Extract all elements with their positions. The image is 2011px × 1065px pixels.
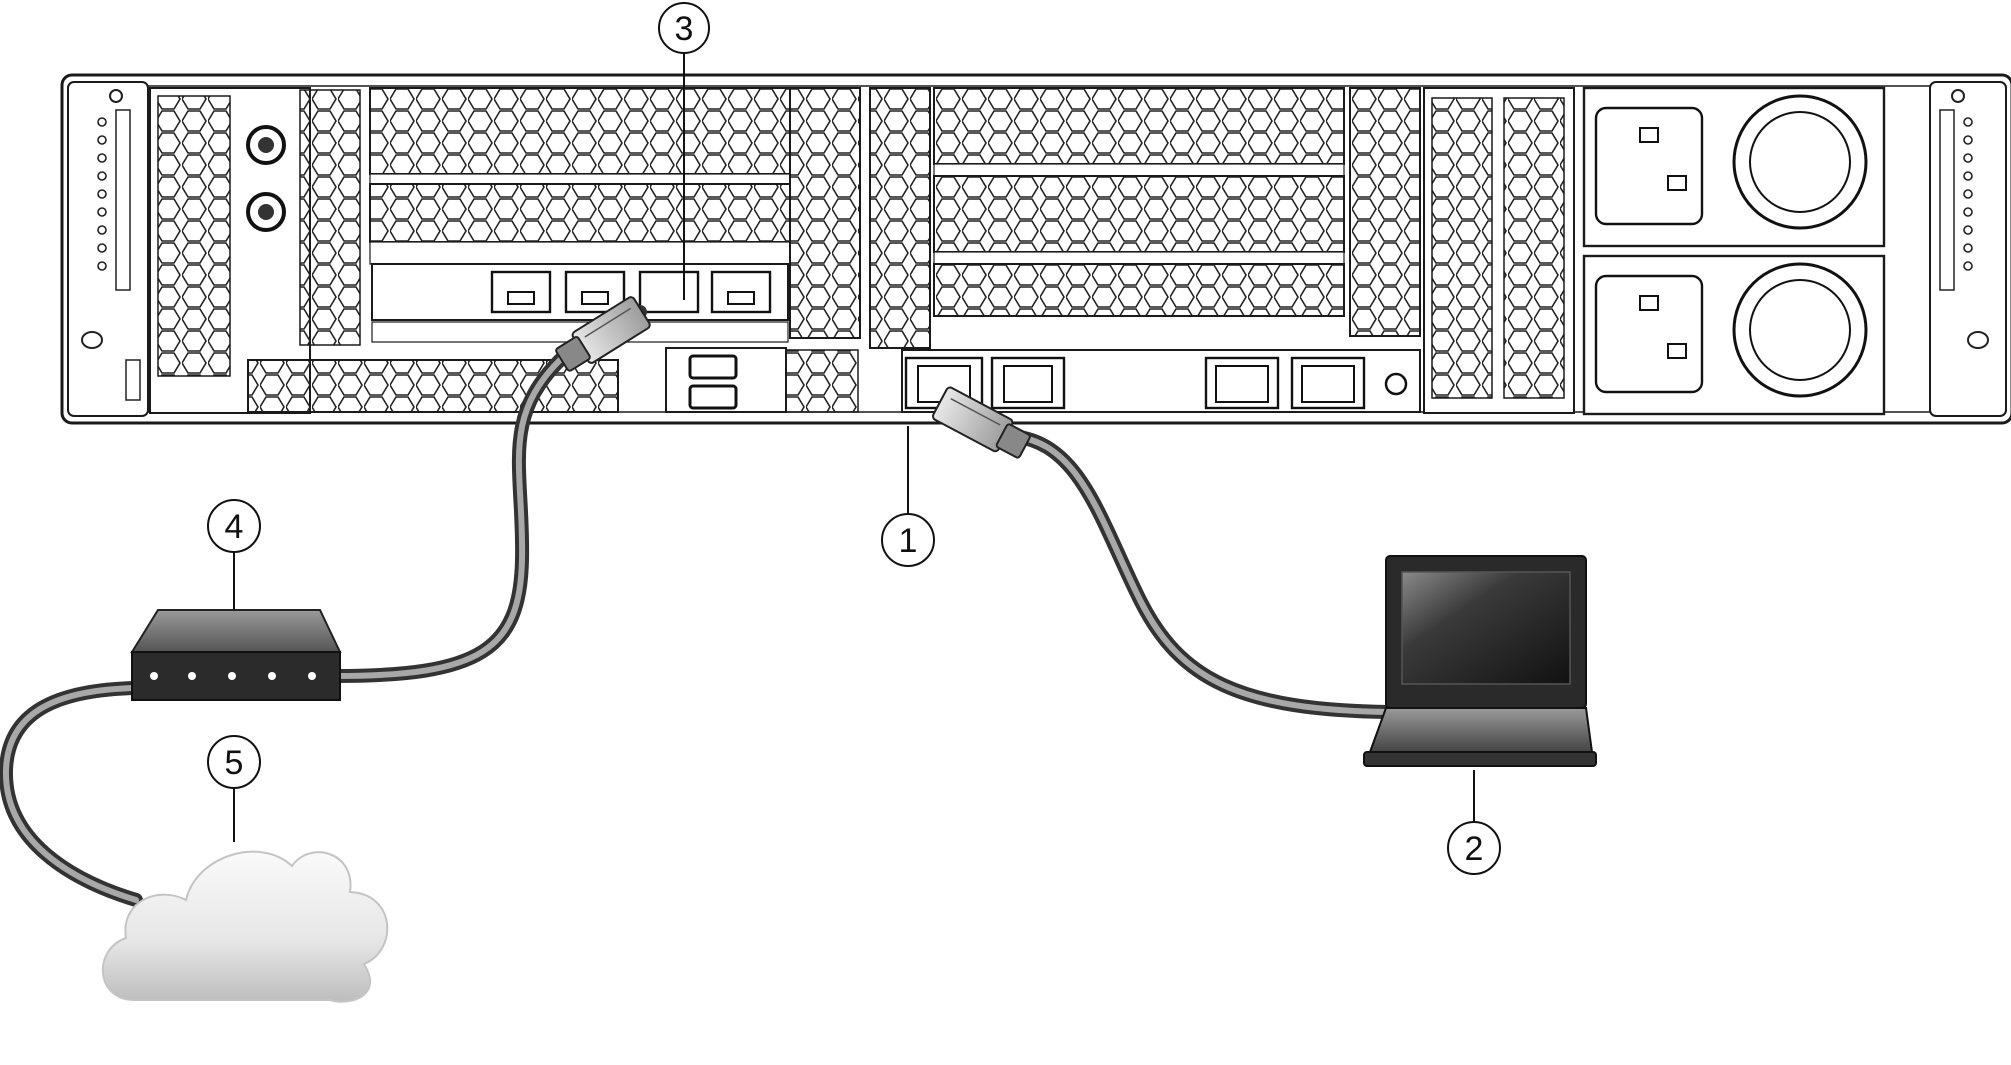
left-io-module (149, 87, 361, 414)
rj45-connector-icon (555, 296, 651, 372)
callout-leaders (233, 52, 1475, 842)
drive-bays (1423, 87, 1575, 414)
onboard-io (901, 349, 1421, 413)
rack-ear-left (67, 81, 149, 417)
network-switch-icon (130, 609, 342, 701)
center-io-module (665, 87, 931, 413)
callout-3: 3 (658, 2, 710, 54)
callout-3-label: 3 (675, 10, 694, 48)
network-ports (1204, 356, 1366, 410)
callout-5-label: 5 (225, 744, 244, 782)
network-cloud-icon (102, 850, 389, 1003)
pcie-riser-right (933, 87, 1421, 337)
pcie-riser-left (247, 87, 791, 413)
server-rear-panel-icon (60, 73, 2011, 425)
usb-ports (688, 354, 738, 410)
callout-1-label: 1 (899, 522, 918, 560)
callout-2-label: 2 (1465, 830, 1484, 868)
callout-1: 1 (881, 513, 935, 567)
callout-4-label: 4 (225, 508, 244, 546)
rj45-connector-icon (931, 386, 1031, 459)
callout-2: 2 (1447, 821, 1501, 875)
callout-4: 4 (207, 499, 261, 553)
cable-switch-to-cloud (0, 681, 143, 907)
ser-mgt-port (990, 356, 1066, 410)
rack-ear-right (1929, 81, 2007, 417)
cable-server-to-laptop (1003, 429, 1397, 719)
callout-5: 5 (207, 735, 261, 789)
power-supplies (1582, 86, 1886, 416)
laptop-icon (1363, 555, 1597, 767)
